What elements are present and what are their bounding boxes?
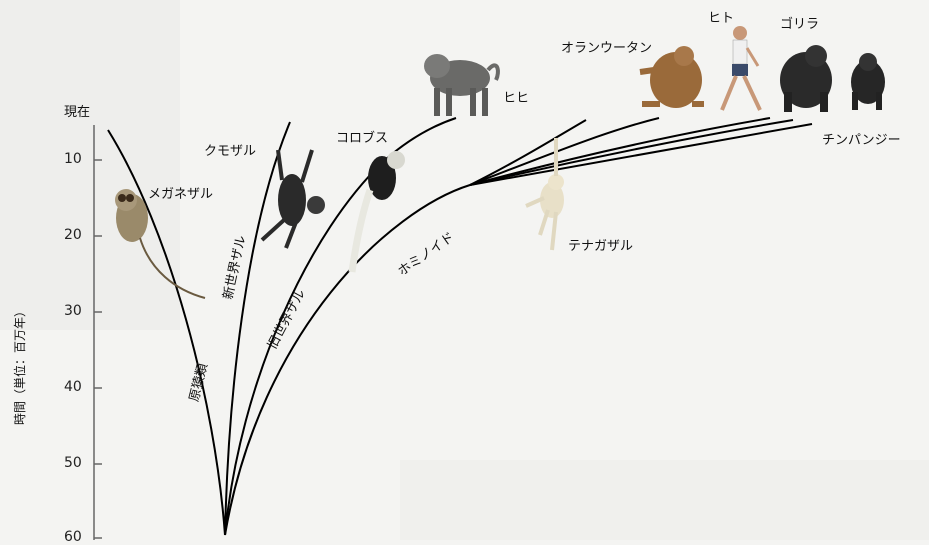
tick-label: 20 xyxy=(64,228,82,242)
species-label-tarsier: メガネザル xyxy=(148,188,213,201)
species-label-gorilla: ゴリラ xyxy=(780,18,819,31)
human-illustration xyxy=(722,26,760,110)
branch-gorilla xyxy=(470,120,793,185)
axis-top-label: 現在 xyxy=(64,106,90,119)
branch-orangutan xyxy=(470,118,659,185)
colobus-illustration xyxy=(352,151,405,272)
spider-monkey-illustration xyxy=(262,150,325,248)
tick-label: 10 xyxy=(64,152,82,166)
species-label-gibbon: テナガザル xyxy=(568,240,633,253)
baboon-illustration xyxy=(424,54,498,116)
tick-label: 40 xyxy=(64,380,82,394)
tick-label: 50 xyxy=(64,456,82,470)
species-label-human: ヒト xyxy=(708,12,734,25)
gorilla-illustration xyxy=(780,45,832,112)
branch-chimp xyxy=(470,124,812,185)
species-label-spider-monkey: クモザル xyxy=(204,145,256,158)
species-label-chimpanzee: チンパンジー xyxy=(822,134,901,147)
gibbon-illustration xyxy=(526,138,564,250)
chimpanzee-illustration xyxy=(851,53,885,110)
tick-label: 30 xyxy=(64,304,82,318)
species-label-baboon: ヒヒ xyxy=(503,92,529,105)
axis-title: 時間（単位：百万年） xyxy=(14,305,26,425)
species-label-colobus: コロブス xyxy=(336,132,388,145)
species-label-orangutan: オランウータン xyxy=(561,42,652,55)
tick-label: 60 xyxy=(64,530,82,544)
